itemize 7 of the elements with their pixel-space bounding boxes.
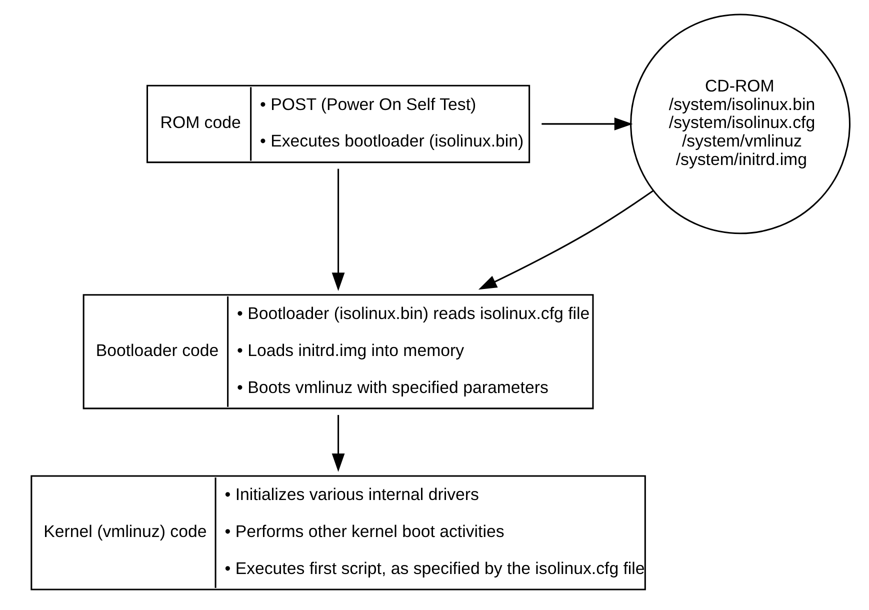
arrow <box>332 168 345 292</box>
node-box: Kernel (vmlinuz) code • Initializes various internal drivers • Performs other kernel boot activities • Executes first script, as specified by the isolinux.cfg file <box>30 475 646 590</box>
node-circle: CD-ROM /system/isolinux.bin /system/isolinux.cfg /system/vmlinuz /system/initrd.img <box>630 14 850 234</box>
arrow <box>478 190 654 290</box>
arrow <box>542 118 633 130</box>
node-box: ROM code • POST (Power On Self Test) • Executes bootloader (isolinux.bin) <box>146 84 530 164</box>
arrow <box>332 414 345 472</box>
